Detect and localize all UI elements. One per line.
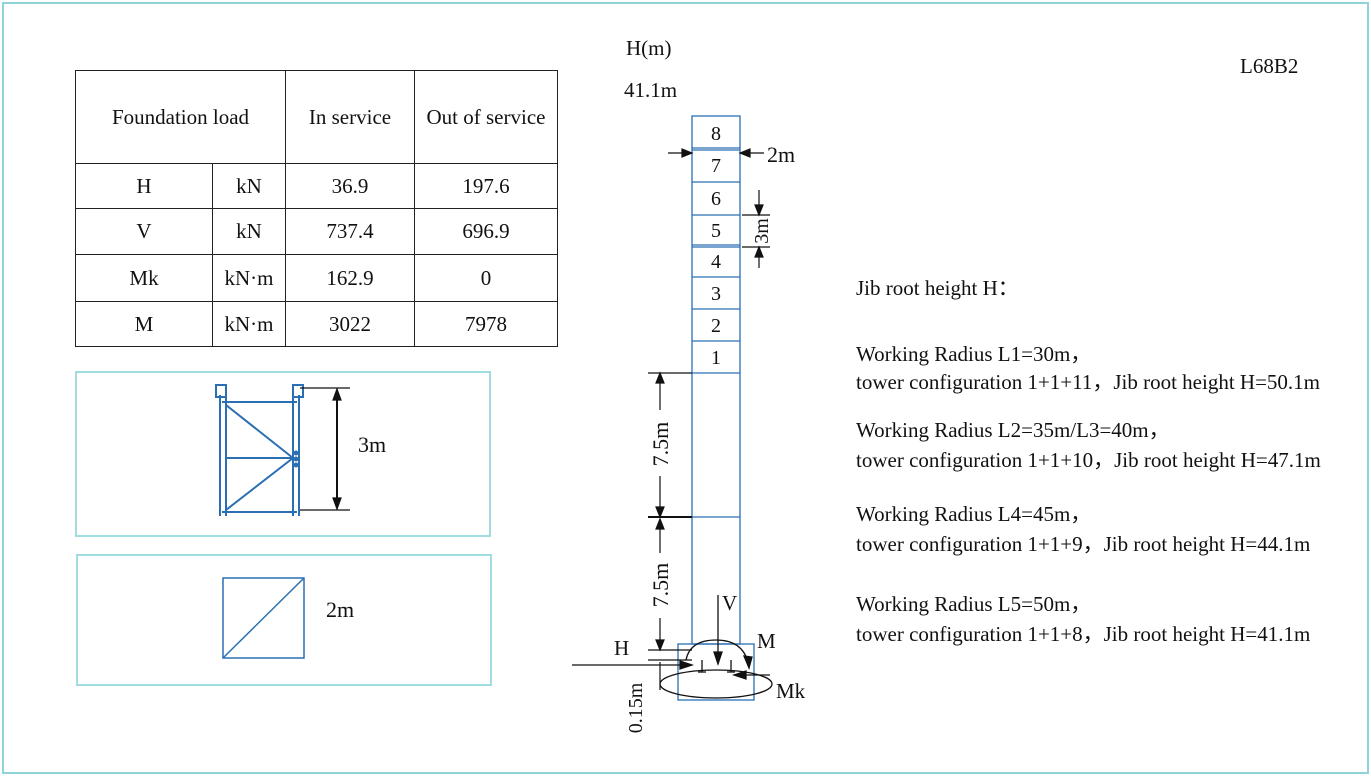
section-height-label: 3m: [358, 432, 387, 457]
config-l2-line2: tower configuration 1+1+10，Jib root heig…: [856, 448, 1321, 472]
mast-width-label: 2m: [767, 142, 795, 167]
base-seg-label-lower: 7.5m: [648, 563, 673, 608]
force-v-label: V: [722, 591, 737, 615]
row-in-service: 737.4: [285, 208, 415, 255]
section-number: 2: [711, 315, 721, 337]
section-number: 7: [711, 155, 721, 177]
config-l4-line1: Working Radius L4=45m，: [856, 502, 1092, 526]
row-symbol: Mk: [75, 254, 213, 302]
model-label: L68B2: [1240, 54, 1299, 78]
mast-section-truss: [215, 384, 304, 516]
section-numbers: 8 7 6 5 4 3 2 1: [711, 123, 721, 369]
section-dimension: [742, 190, 770, 268]
table-title: Foundation load: [75, 70, 286, 164]
section-height-dim-label: 3m: [751, 218, 773, 244]
section-number: 5: [711, 220, 721, 242]
col-out-of-service: Out of service: [414, 70, 558, 164]
section-number: 1: [711, 347, 721, 369]
row-symbol: M: [75, 301, 213, 347]
foundation-load-table: Foundation load In service Out of servic…: [75, 70, 558, 347]
row-unit: kN·m: [212, 301, 286, 347]
mast-width-dimension: [668, 148, 764, 158]
row-in-service: 3022: [285, 301, 415, 347]
force-arrows: [572, 595, 773, 699]
top-height-label: 41.1m: [624, 78, 678, 102]
section-number: 8: [711, 123, 721, 145]
moment-m-label: M: [757, 629, 776, 653]
config-l1-line2: tower configuration 1+1+11，Jib root heig…: [856, 370, 1321, 394]
row-out-of-service: 696.9: [414, 208, 558, 255]
config-l4-line2: tower configuration 1+1+9，Jib root heigh…: [856, 532, 1311, 556]
info-title: Jib root height H：: [856, 276, 1019, 300]
config-l5-line1: Working Radius L5=50m，: [856, 592, 1092, 616]
section-height-dimension: [300, 387, 350, 511]
config-l5-line2: tower configuration 1+1+8，Jib root heigh…: [856, 622, 1311, 646]
row-out-of-service: 0: [414, 254, 558, 302]
mast-section-side-box: [75, 371, 491, 537]
table-row: M kN·m 3022 7978: [75, 301, 558, 347]
table-row: V kN 737.4 696.9: [75, 208, 558, 255]
moment-mk-label: Mk: [776, 679, 806, 703]
row-unit: kN: [212, 208, 286, 255]
force-h-label: H: [614, 636, 629, 660]
foundation-height-label: 0.15m: [625, 682, 647, 733]
config-l2-line1: Working Radius L2=35m/L3=40m，: [856, 418, 1170, 442]
config-l1-line1: Working Radius L1=30m，: [856, 342, 1092, 366]
col-in-service: In service: [285, 70, 415, 164]
base-seg-label-upper: 7.5m: [648, 422, 673, 467]
mast-section-plan-box: [76, 554, 492, 686]
section-number: 6: [711, 188, 721, 210]
base-dimensions: [648, 371, 692, 690]
row-in-service: 36.9: [285, 163, 415, 209]
mast-column: [677, 115, 755, 701]
row-out-of-service: 7978: [414, 301, 558, 347]
mast-section-plan: [222, 577, 305, 659]
height-axis-label: H(m): [626, 36, 672, 60]
section-number: 3: [711, 283, 721, 305]
section-number: 4: [711, 251, 721, 273]
row-symbol: H: [75, 163, 213, 209]
section-width-label: 2m: [326, 597, 355, 622]
